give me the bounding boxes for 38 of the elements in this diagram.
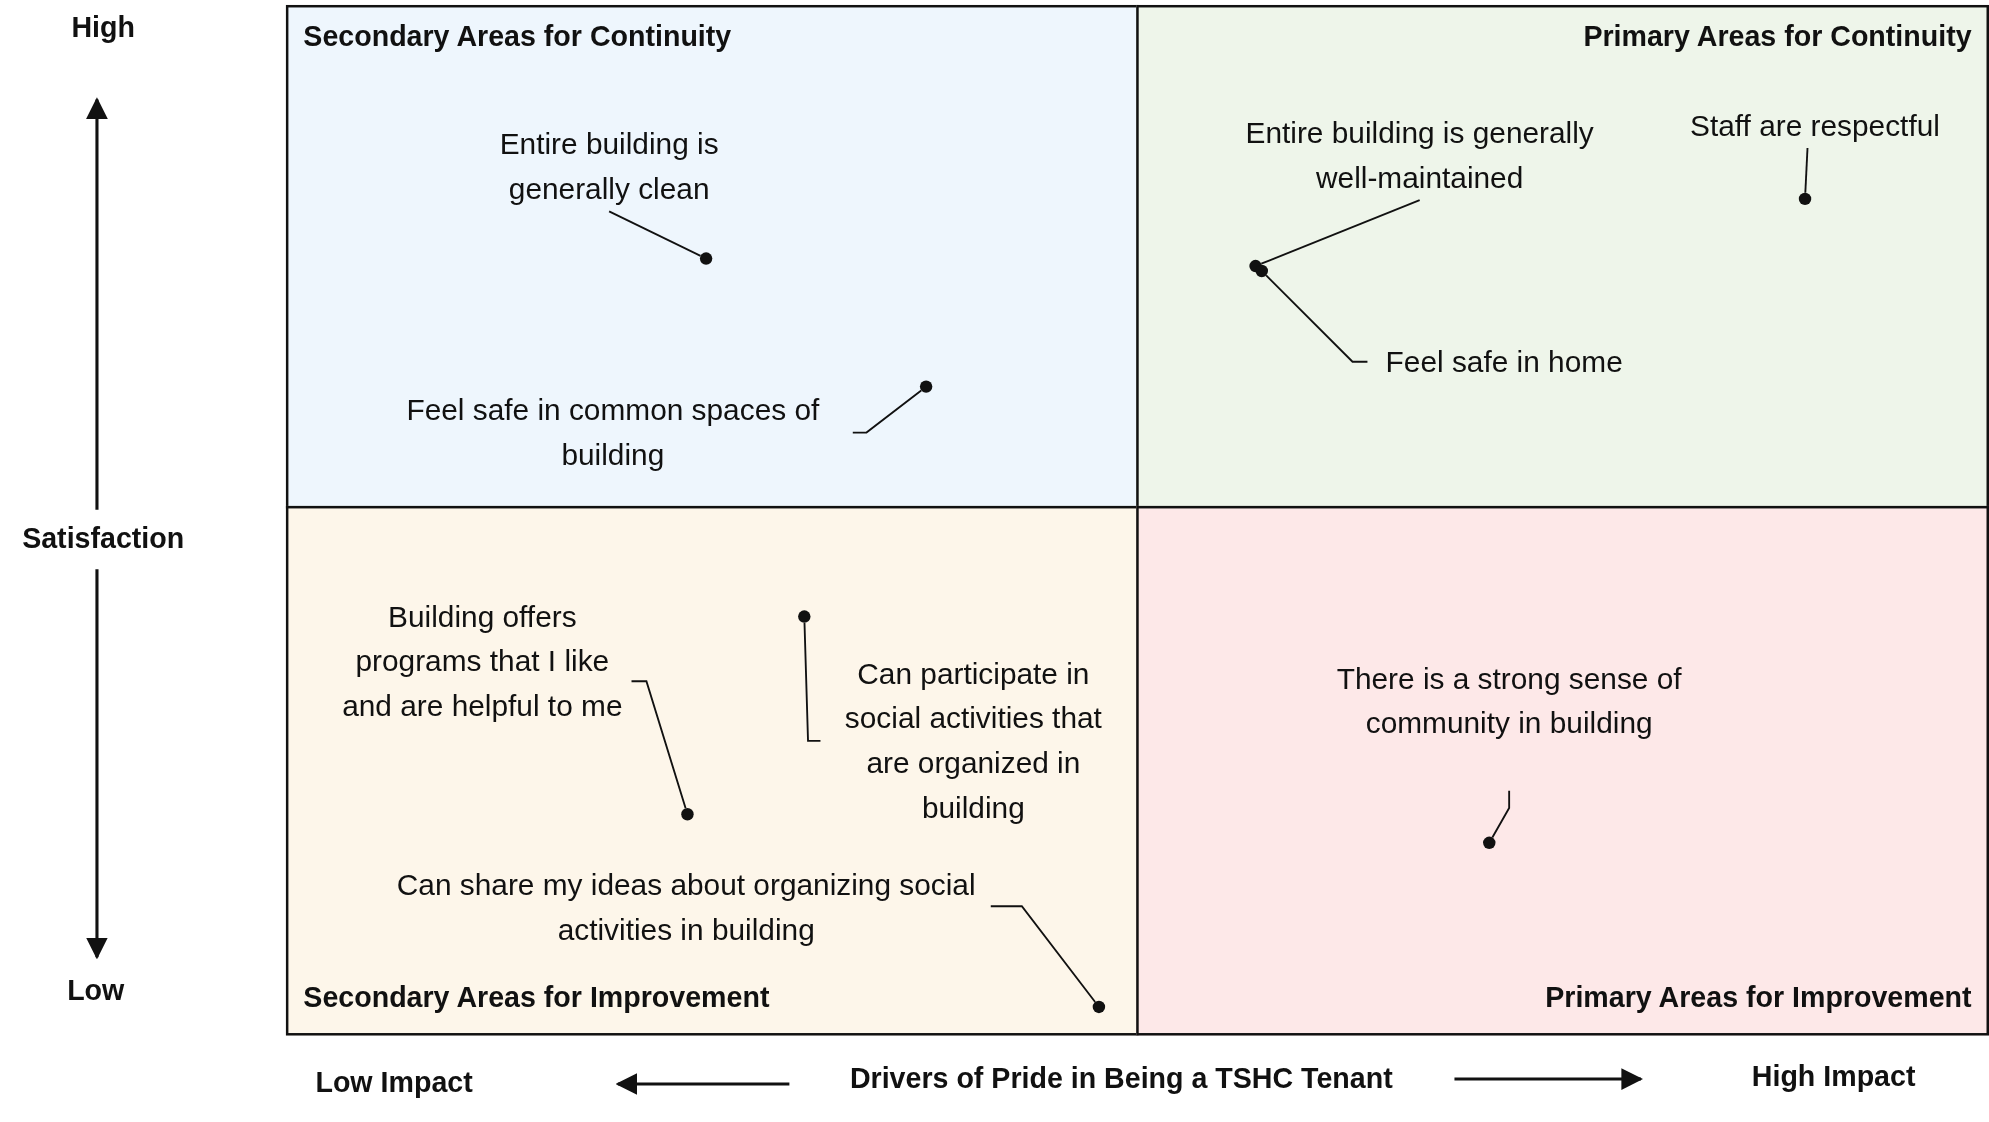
leader-line [608, 210, 702, 257]
callout-text: Entire building is generally well-maintained [1212, 110, 1628, 201]
axis-label: Satisfaction [22, 521, 185, 556]
quadrant-panel [285, 505, 1139, 1036]
axis-label: Low Impact [315, 1066, 473, 1100]
callout-text: There is a strong sense of community in building [1322, 656, 1696, 791]
callout-text: Feel safe in home [1367, 339, 1641, 385]
callout-text: Feel safe in common spaces of building [372, 387, 853, 478]
data-point-dot [1483, 836, 1496, 850]
data-point-dot [919, 380, 933, 393]
leader-line [851, 389, 923, 434]
leader-line [630, 680, 687, 810]
quadrant-title: Primary Areas for Improvement [1545, 980, 1972, 1015]
axis-label: Drivers of Pride in Being a TSHC Tenant [849, 1062, 1393, 1096]
quadrant-title: Primary Areas for Continuity [1583, 19, 1972, 54]
data-point-dot [1092, 1000, 1106, 1014]
data-point-dot [681, 808, 694, 821]
axis-label: High [71, 10, 135, 45]
callout-text: Building offers programs that I like and are helpful to me [333, 594, 632, 774]
leader-line [1260, 199, 1421, 265]
data-point-dot [1798, 192, 1812, 206]
quadrant-panel [1136, 505, 1989, 1036]
axis-label: Low [67, 974, 125, 1008]
callout-text: Can share my ideas about organizing social activities in building [381, 862, 991, 953]
leader-line [803, 621, 822, 742]
quadrant-title: Secondary Areas for Improvement [303, 980, 770, 1015]
axis-label: High Impact [1751, 1059, 1916, 1094]
callout-text: Staff are respectful [1665, 103, 1965, 148]
quadrant-title: Secondary Areas for Continuity [303, 19, 732, 54]
data-point-dot [1255, 264, 1268, 278]
data-point-dot [798, 610, 811, 623]
callout-text: Can participate in social activities that are organized in building [820, 651, 1127, 831]
leader-line [1265, 274, 1369, 363]
leader-line [1491, 789, 1511, 839]
callout-text: Entire building is generally clean [472, 121, 746, 212]
data-point-dot [699, 252, 713, 265]
leader-line [1804, 147, 1809, 194]
leader-line [989, 905, 1097, 1003]
